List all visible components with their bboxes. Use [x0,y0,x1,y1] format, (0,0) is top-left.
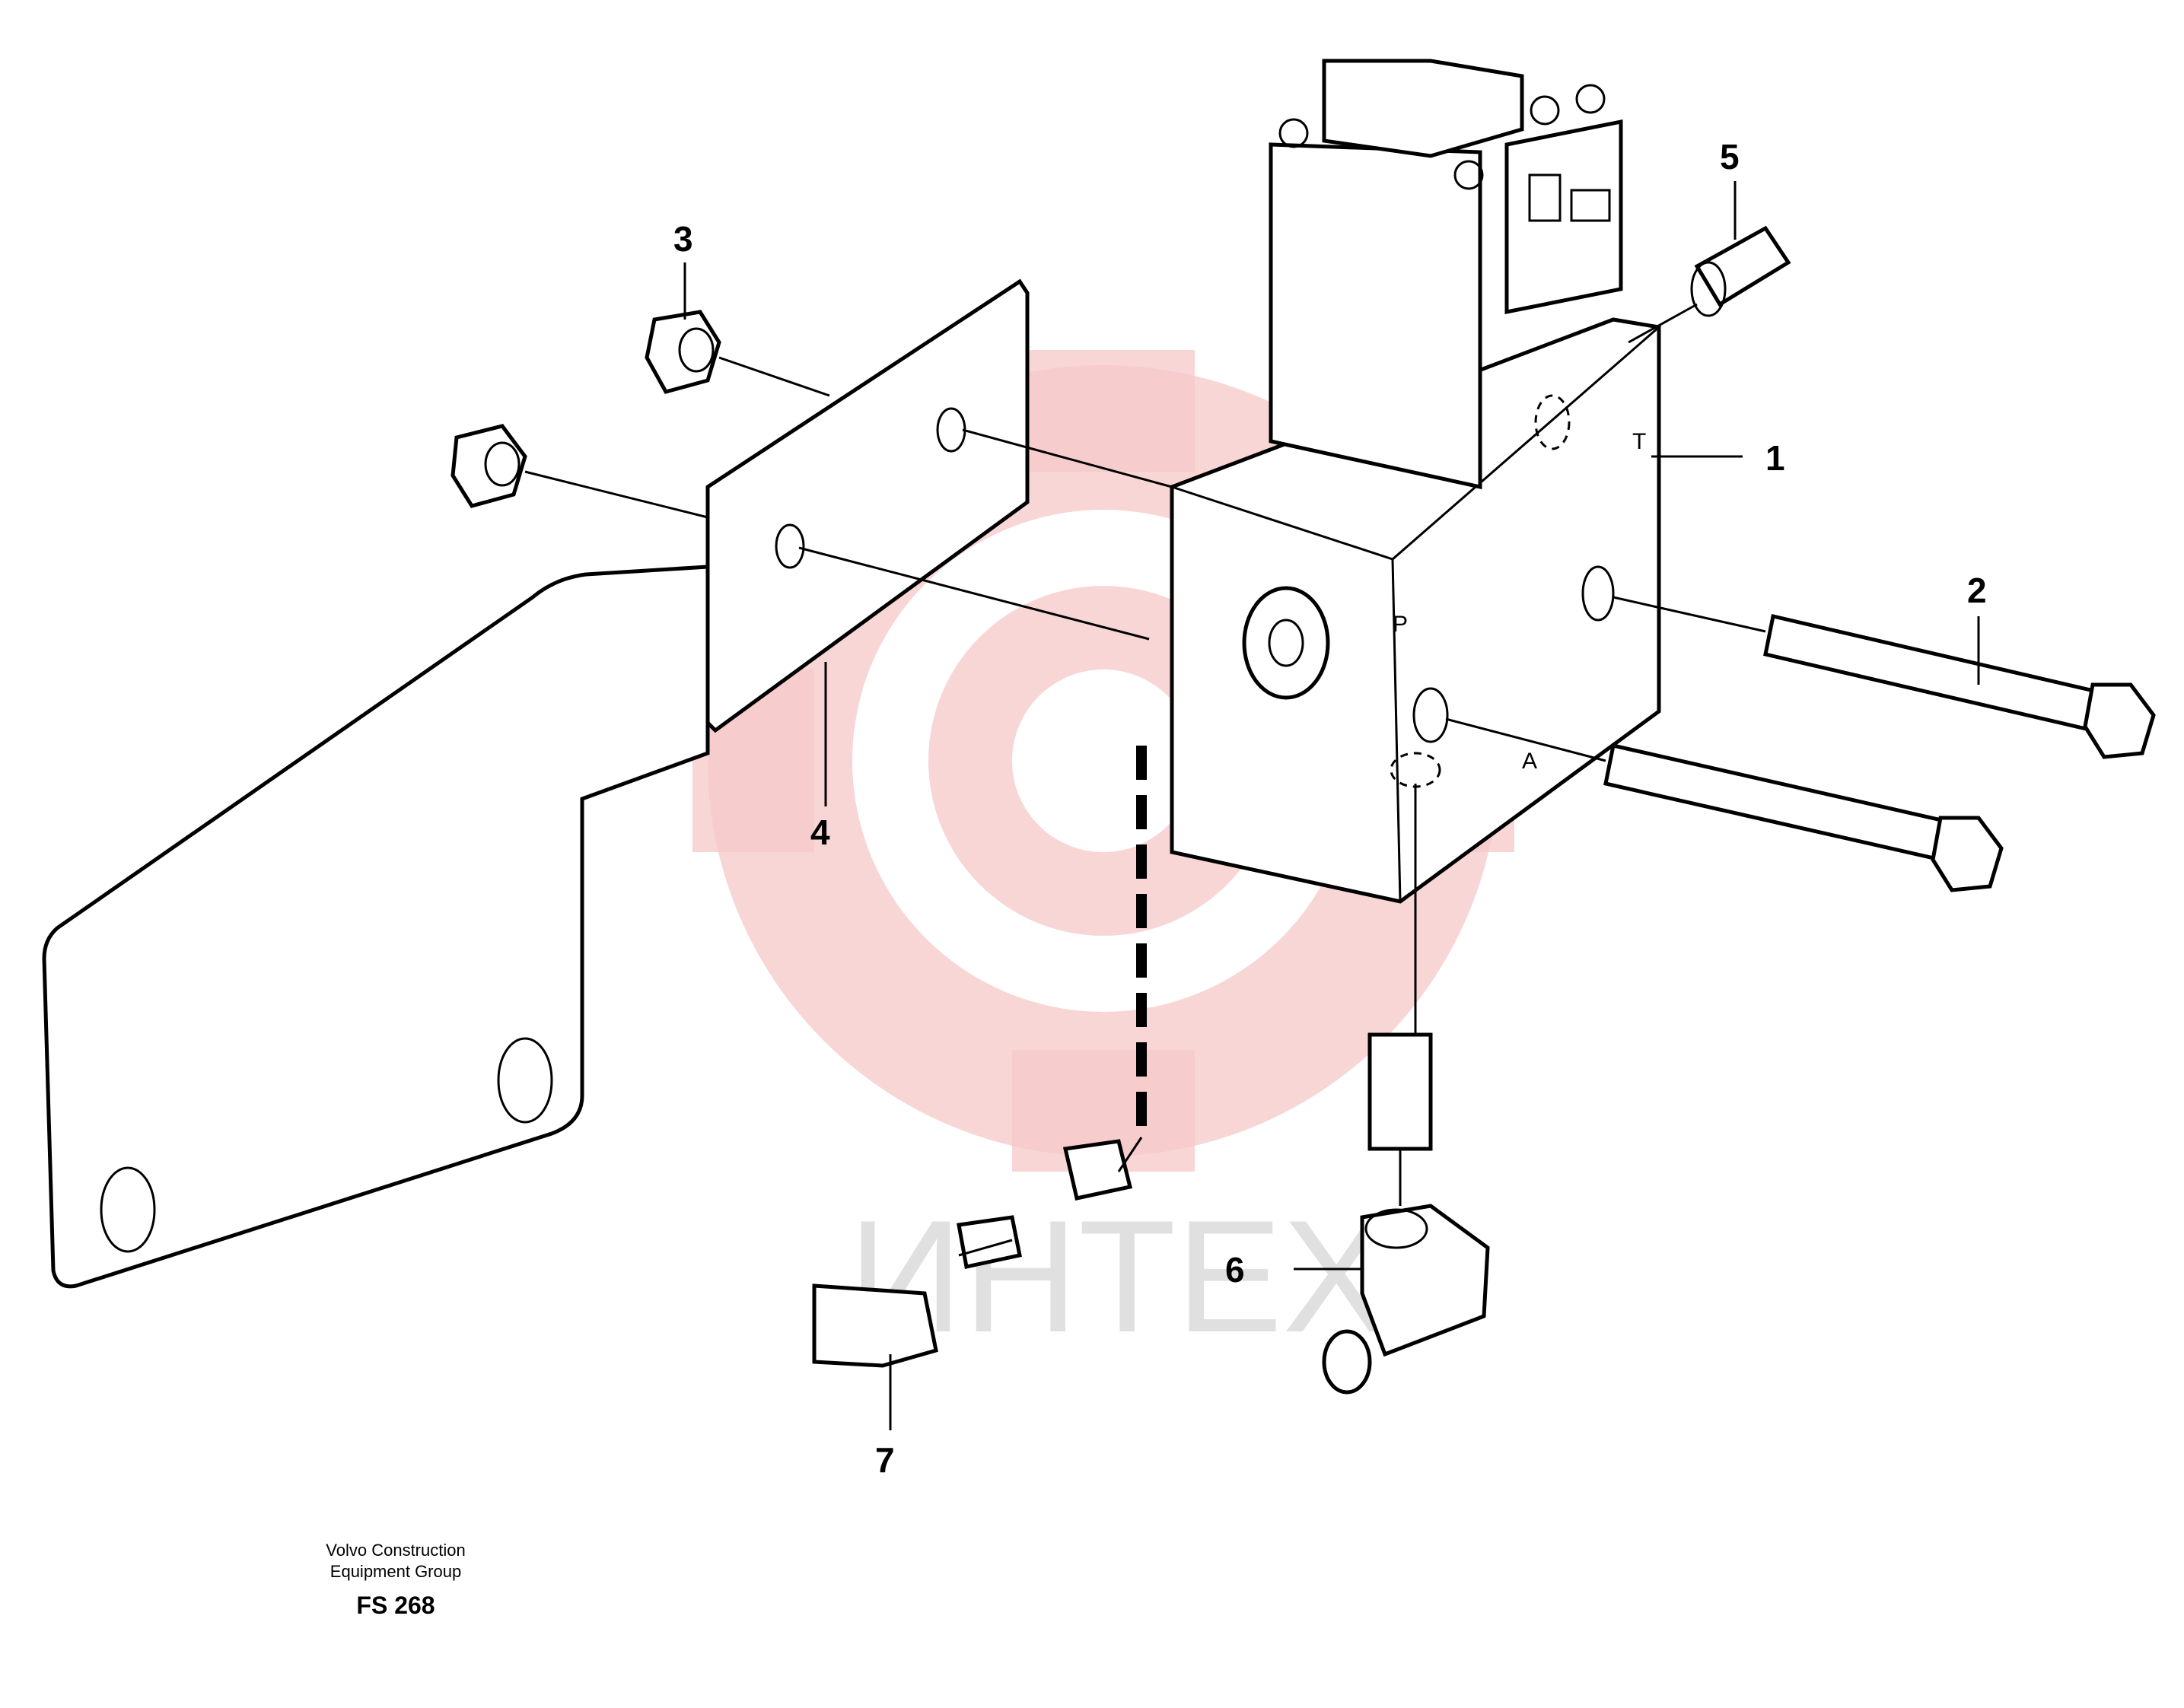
bolt-upper [1763,613,2156,759]
fitting-5 [1690,225,1791,317]
port-label-a: A [1522,749,1537,774]
footer-company-line2: Equipment Group [330,1562,462,1581]
valve-block: T P A [1170,317,1661,904]
callout-4: 4 [810,813,830,852]
fitting-7-elbow [812,1139,1133,1368]
assembly-lines [524,303,1766,1257]
watermark-text: ИНТЕХ [848,1187,1389,1366]
port-label-p: P [1393,612,1408,637]
port-label-t: T [1632,429,1646,454]
callout-2: 2 [1967,571,1987,610]
callout-6: 6 [1225,1250,1245,1290]
callout-5: 5 [1720,137,1740,177]
leader-lines [683,181,1980,1430]
footer-company-line1: Volvo Construction [326,1541,466,1560]
callout-1: 1 [1765,438,1785,478]
solenoid [1269,59,1623,490]
nut-upper [645,310,721,394]
callout-7: 7 [875,1440,895,1480]
fitting-6-adapter [1367,1032,1433,1151]
nut-lower [450,424,527,508]
fitting-6-tee [1322,1204,1490,1395]
footer-figure-code: FS 268 [356,1592,435,1619]
mounting-bracket [42,278,1030,1289]
bolt-lower [1603,743,2004,892]
callout-3: 3 [673,219,693,259]
